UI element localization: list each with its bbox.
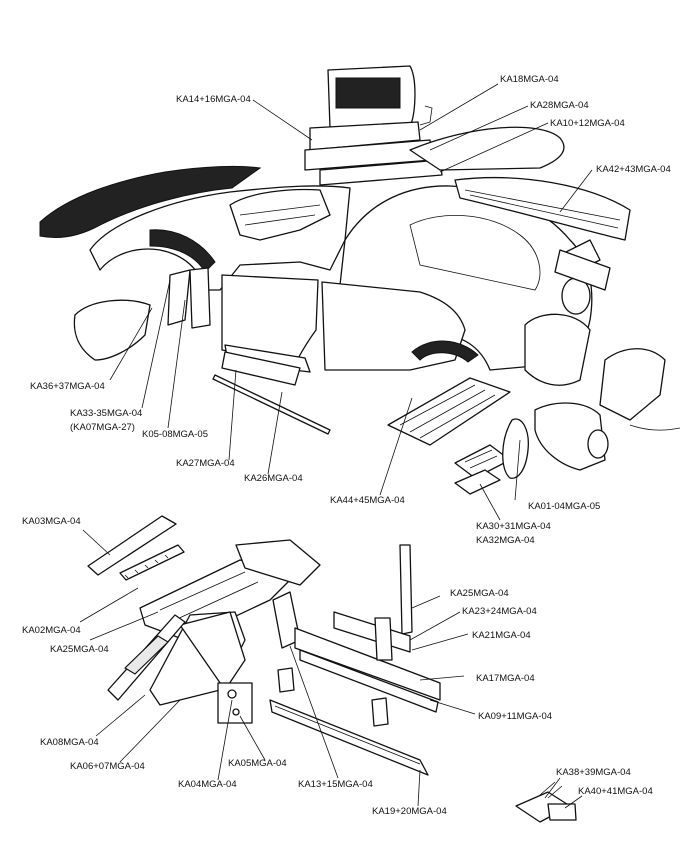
label-ka44: KA44+45MGA-04	[330, 495, 405, 506]
scuttle-panel	[229, 188, 331, 241]
label-ka04: KA04MGA-04	[178, 779, 237, 790]
label-ka03: KA03MGA-04	[22, 516, 81, 527]
lower-sill	[269, 699, 429, 776]
label-ka07: (KA07MGA-27)	[70, 422, 135, 433]
label-ka23: KA23+24MGA-04	[462, 606, 537, 617]
label-ka21: KA21MGA-04	[472, 630, 531, 641]
label-ka32: KA32MGA-04	[476, 535, 535, 546]
windscreen-and-hood	[304, 65, 565, 186]
label-ka13: KA13+15MGA-04	[298, 779, 373, 790]
leader-lines-lower	[79, 529, 583, 809]
front-wheelarch-shade	[411, 340, 479, 363]
label-ka38: KA38+39MGA-04	[556, 767, 631, 778]
label-ka25-right: KA25MGA-04	[450, 588, 509, 599]
label-ka06: KA06+07MGA-04	[70, 761, 145, 772]
label-ka27: KA27MGA-04	[176, 458, 235, 469]
label-ka28: KA28MGA-04	[530, 100, 589, 111]
label-ka02: KA02MGA-04	[22, 625, 81, 636]
label-ka17: KA17MGA-04	[476, 673, 535, 684]
label-ka42: KA42+43MGA-04	[596, 164, 671, 175]
label-ka40: KA40+41MGA-04	[578, 786, 653, 797]
main-sill	[294, 627, 441, 701]
label-ka25-left: KA25MGA-04	[50, 644, 109, 655]
label-ka19: KA19+20MGA-04	[372, 806, 447, 817]
label-ka08: KA08MGA-04	[40, 737, 99, 748]
label-ka10: KA10+12MGA-04	[550, 118, 625, 129]
label-ka14: KA14+16MGA-04	[176, 94, 251, 105]
front-panels	[454, 177, 681, 479]
floor-pan	[387, 377, 511, 446]
chassis-parts-drawing	[87, 515, 577, 823]
leader-lines-upper	[109, 83, 593, 521]
body-shell-drawing	[39, 165, 601, 495]
label-ka09: KA09+11MGA-04	[478, 711, 552, 722]
label-ka18: KA18MGA-04	[500, 74, 559, 85]
label-ka05: KA05MGA-04	[228, 758, 287, 769]
rear-valance	[73, 299, 151, 361]
label-ka01: KA01-04MGA-05	[528, 501, 600, 512]
label-ka36: KA36+37MGA-04	[30, 381, 105, 392]
label-ka26: KA26MGA-04	[244, 473, 303, 484]
part-labels: KA18MGA-04 KA14+16MGA-04 KA28MGA-04 KA10…	[22, 74, 671, 817]
label-ka33: KA33-35MGA-04	[70, 408, 142, 419]
label-ka30: KA30+31MGA-04	[476, 521, 551, 532]
rear-wing-shade	[39, 165, 262, 239]
label-k05: K05-08MGA-05	[142, 429, 208, 440]
